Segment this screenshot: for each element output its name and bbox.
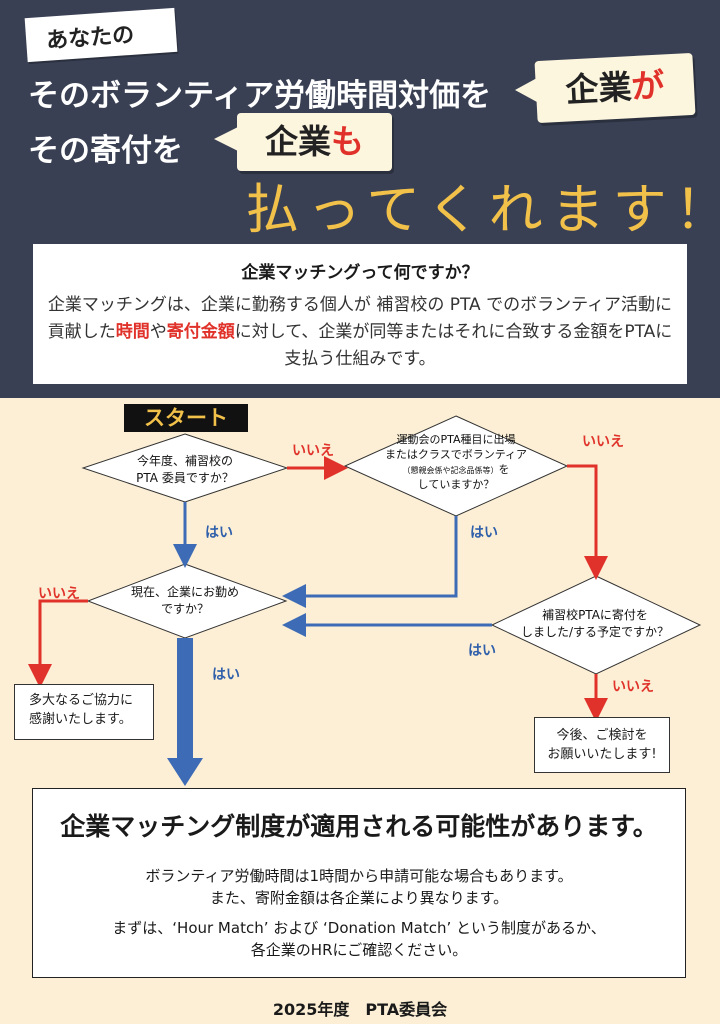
- label-q1-no: いいえ: [292, 443, 334, 459]
- q2-line1: 運動会のPTA種目に出場: [396, 433, 516, 446]
- label-q1-yes: はい: [205, 525, 233, 541]
- intro-title: 企業マッチングって何ですか？: [241, 263, 479, 283]
- arrow-q3-no: [28, 599, 88, 688]
- q1-line2: PTA 委員ですか？: [136, 471, 234, 485]
- q2-text: 運動会のPTA種目に出場 またはクラスでボランティア （懇親会係や記念品係等）を…: [376, 432, 536, 492]
- bubble-pointer-2: [214, 127, 238, 151]
- label-q3-yes: はい: [212, 667, 240, 683]
- bubble1-em: が: [630, 65, 666, 107]
- q2-line3: を: [498, 463, 510, 476]
- label-q2-yes: はい: [470, 525, 498, 541]
- thanks-line2: 感謝いたします。: [29, 712, 132, 727]
- consider-line2: お願いいたします!: [547, 747, 657, 762]
- q2-line2: またはクラスでボランティア: [384, 448, 528, 461]
- result-p1-line2: また、寄附金額は各企業により異なります。: [209, 889, 509, 907]
- flowchart: [28, 415, 702, 786]
- intro-highlight-amount: 寄付金額: [166, 322, 235, 342]
- label-q4-yes: はい: [468, 643, 496, 659]
- bubble-company-pays: 企業が: [534, 52, 696, 124]
- q1-line1: 今年度、補習校の: [136, 454, 233, 468]
- result-p1-line1: ボランティア労働時間は1時間から申請可能な場合もあります。: [145, 867, 573, 885]
- headline-line-1: そのボランティア労働時間対価を: [28, 78, 492, 114]
- bubble1-main: 企業: [564, 67, 633, 110]
- intro-body: 企業マッチングは、企業に勤務する個人が 補習校の PTA でのボランティア活動に…: [45, 292, 675, 373]
- thanks-line1: 多大なるご協力に: [29, 693, 134, 708]
- arrow-q3-yes-shaft: [177, 638, 193, 760]
- consider-line1: 今後、ご検討を: [556, 728, 648, 743]
- result-p2: まずは、‘Hour Match’ および ‘Donation Match’ とい…: [33, 917, 685, 961]
- result-p2-line2: 各企業のHRにご確認ください。: [250, 941, 468, 959]
- intro-highlight-time: 時間: [115, 322, 150, 342]
- q2-note: （懇親会係や記念品係等）: [402, 466, 499, 475]
- result-p1: ボランティア労働時間は1時間から申請可能な場合もあります。 また、寄附金額は各企…: [33, 865, 685, 909]
- result-p2-line1: まずは、‘Hour Match’ および ‘Donation Match’ とい…: [112, 919, 606, 937]
- bubble-company-also: 企業も: [237, 113, 392, 171]
- q4-line1: 補習校PTAに寄付を: [542, 608, 648, 622]
- footer: 2025年度 PTA委員会: [272, 1000, 448, 1019]
- start-label: スタート: [124, 404, 248, 432]
- arrow-q3-yes-head: [167, 758, 203, 786]
- intro-text-2: や: [149, 322, 167, 342]
- label-q2-no: いいえ: [582, 434, 624, 450]
- tag-text: あなたの: [45, 22, 135, 54]
- label-q3-no: いいえ: [38, 586, 80, 602]
- bubble2-em: も: [331, 122, 364, 161]
- headline-line-2: その寄付を: [28, 133, 183, 169]
- bubble-pointer-1: [515, 78, 537, 102]
- result-title: 企業マッチング制度が適用される可能性があります。: [60, 812, 658, 841]
- bubble2-main: 企業: [265, 122, 331, 161]
- label-q4-no: いいえ: [612, 679, 654, 695]
- q1-text: 今年度、補習校の PTA 委員ですか？: [115, 453, 255, 487]
- intro-text-3: に対して、企業が同等またはそれに合致する金額をPTAに支払う仕組みです。: [234, 322, 673, 369]
- thanks-box: 多大なるご協力に 感謝いたします。: [14, 684, 154, 740]
- intro-box: 企業マッチングって何ですか？ 企業マッチングは、企業に勤務する個人が 補習校の …: [33, 244, 687, 384]
- result-box: 企業マッチング制度が適用される可能性があります。 ボランティア労働時間は1時間か…: [32, 788, 686, 978]
- consider-box: 今後、ご検討を お願いいたします!: [534, 717, 670, 773]
- q3-line1: 現在、企業にお勤め: [130, 585, 239, 599]
- q3-text: 現在、企業にお勤め ですか？: [120, 584, 250, 618]
- q4-text: 補習校PTAに寄付を しました/する予定ですか？: [510, 607, 680, 641]
- arrow-q2-yes: [282, 516, 458, 608]
- headline-pay: 払ってくれます！: [245, 178, 720, 241]
- arrow-q2-no: [567, 464, 608, 580]
- intro-text-1: 企業マッチングは、企業に勤務する個人が 補習校の PTA でのボランティア活動に…: [47, 295, 673, 342]
- q3-line2: ですか？: [160, 602, 209, 616]
- q2-line4: していますか？: [417, 478, 495, 491]
- q4-line2: しました/する予定ですか？: [520, 625, 670, 639]
